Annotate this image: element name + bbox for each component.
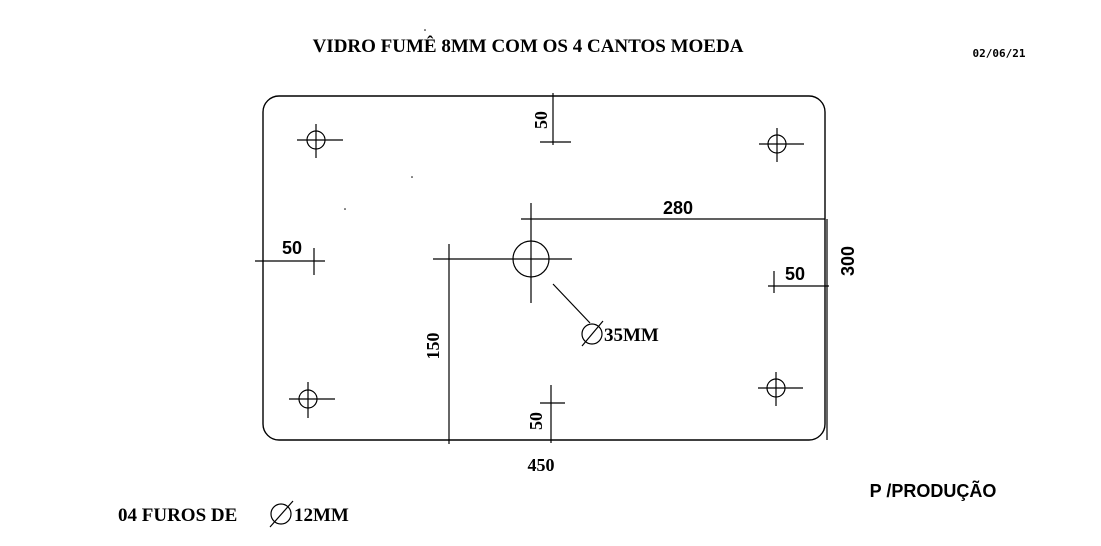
dimension-label-right-50: 50 [785,264,805,284]
dimension-right-50: 50 [768,264,829,293]
dimension-label-450: 450 [528,455,555,475]
diameter-icon [269,500,294,528]
dimension-left-50: 50 [255,238,325,275]
dimension-280: 280 [521,198,825,220]
holes-note-text: 04 FUROS DE [118,505,237,526]
drawing-date: 02/06/21 [973,47,1026,60]
drawing-title: VIDRO FUMÊ 8MM COM OS 4 CANTOS MOEDA [313,35,744,57]
glass-outline [262,95,826,441]
corner-hole-top-right [759,128,804,162]
dimension-label-bottom-50: 50 [526,412,546,430]
dimension-bottom-50: 50 [526,385,565,443]
holes-size: 12MM [294,505,349,526]
corner-hole-bottom-left [289,382,335,418]
center-hole-size: 35MM [604,325,659,346]
dimension-300: 300 [826,219,858,440]
dimension-label-300: 300 [838,246,858,276]
dimension-label-left-50: 50 [282,238,302,258]
corner-hole-bottom-right [758,372,803,406]
dimension-150: 150 [423,244,450,444]
dimension-label-150: 150 [423,333,443,360]
speck [411,176,413,178]
center-hole [433,203,572,303]
diameter-icon [581,320,604,347]
dimension-label-280: 280 [663,198,693,218]
center-hole-callout: 35MM [552,283,659,347]
dimension-label-top-50: 50 [531,111,551,129]
speck [344,208,346,210]
speck [424,29,426,31]
corner-hole-top-left [297,124,343,158]
production-label: P /PRODUÇÃO [870,480,997,501]
holes-note: 04 FUROS DE 12MM [118,500,349,528]
dimension-top-50: 50 [531,93,571,145]
